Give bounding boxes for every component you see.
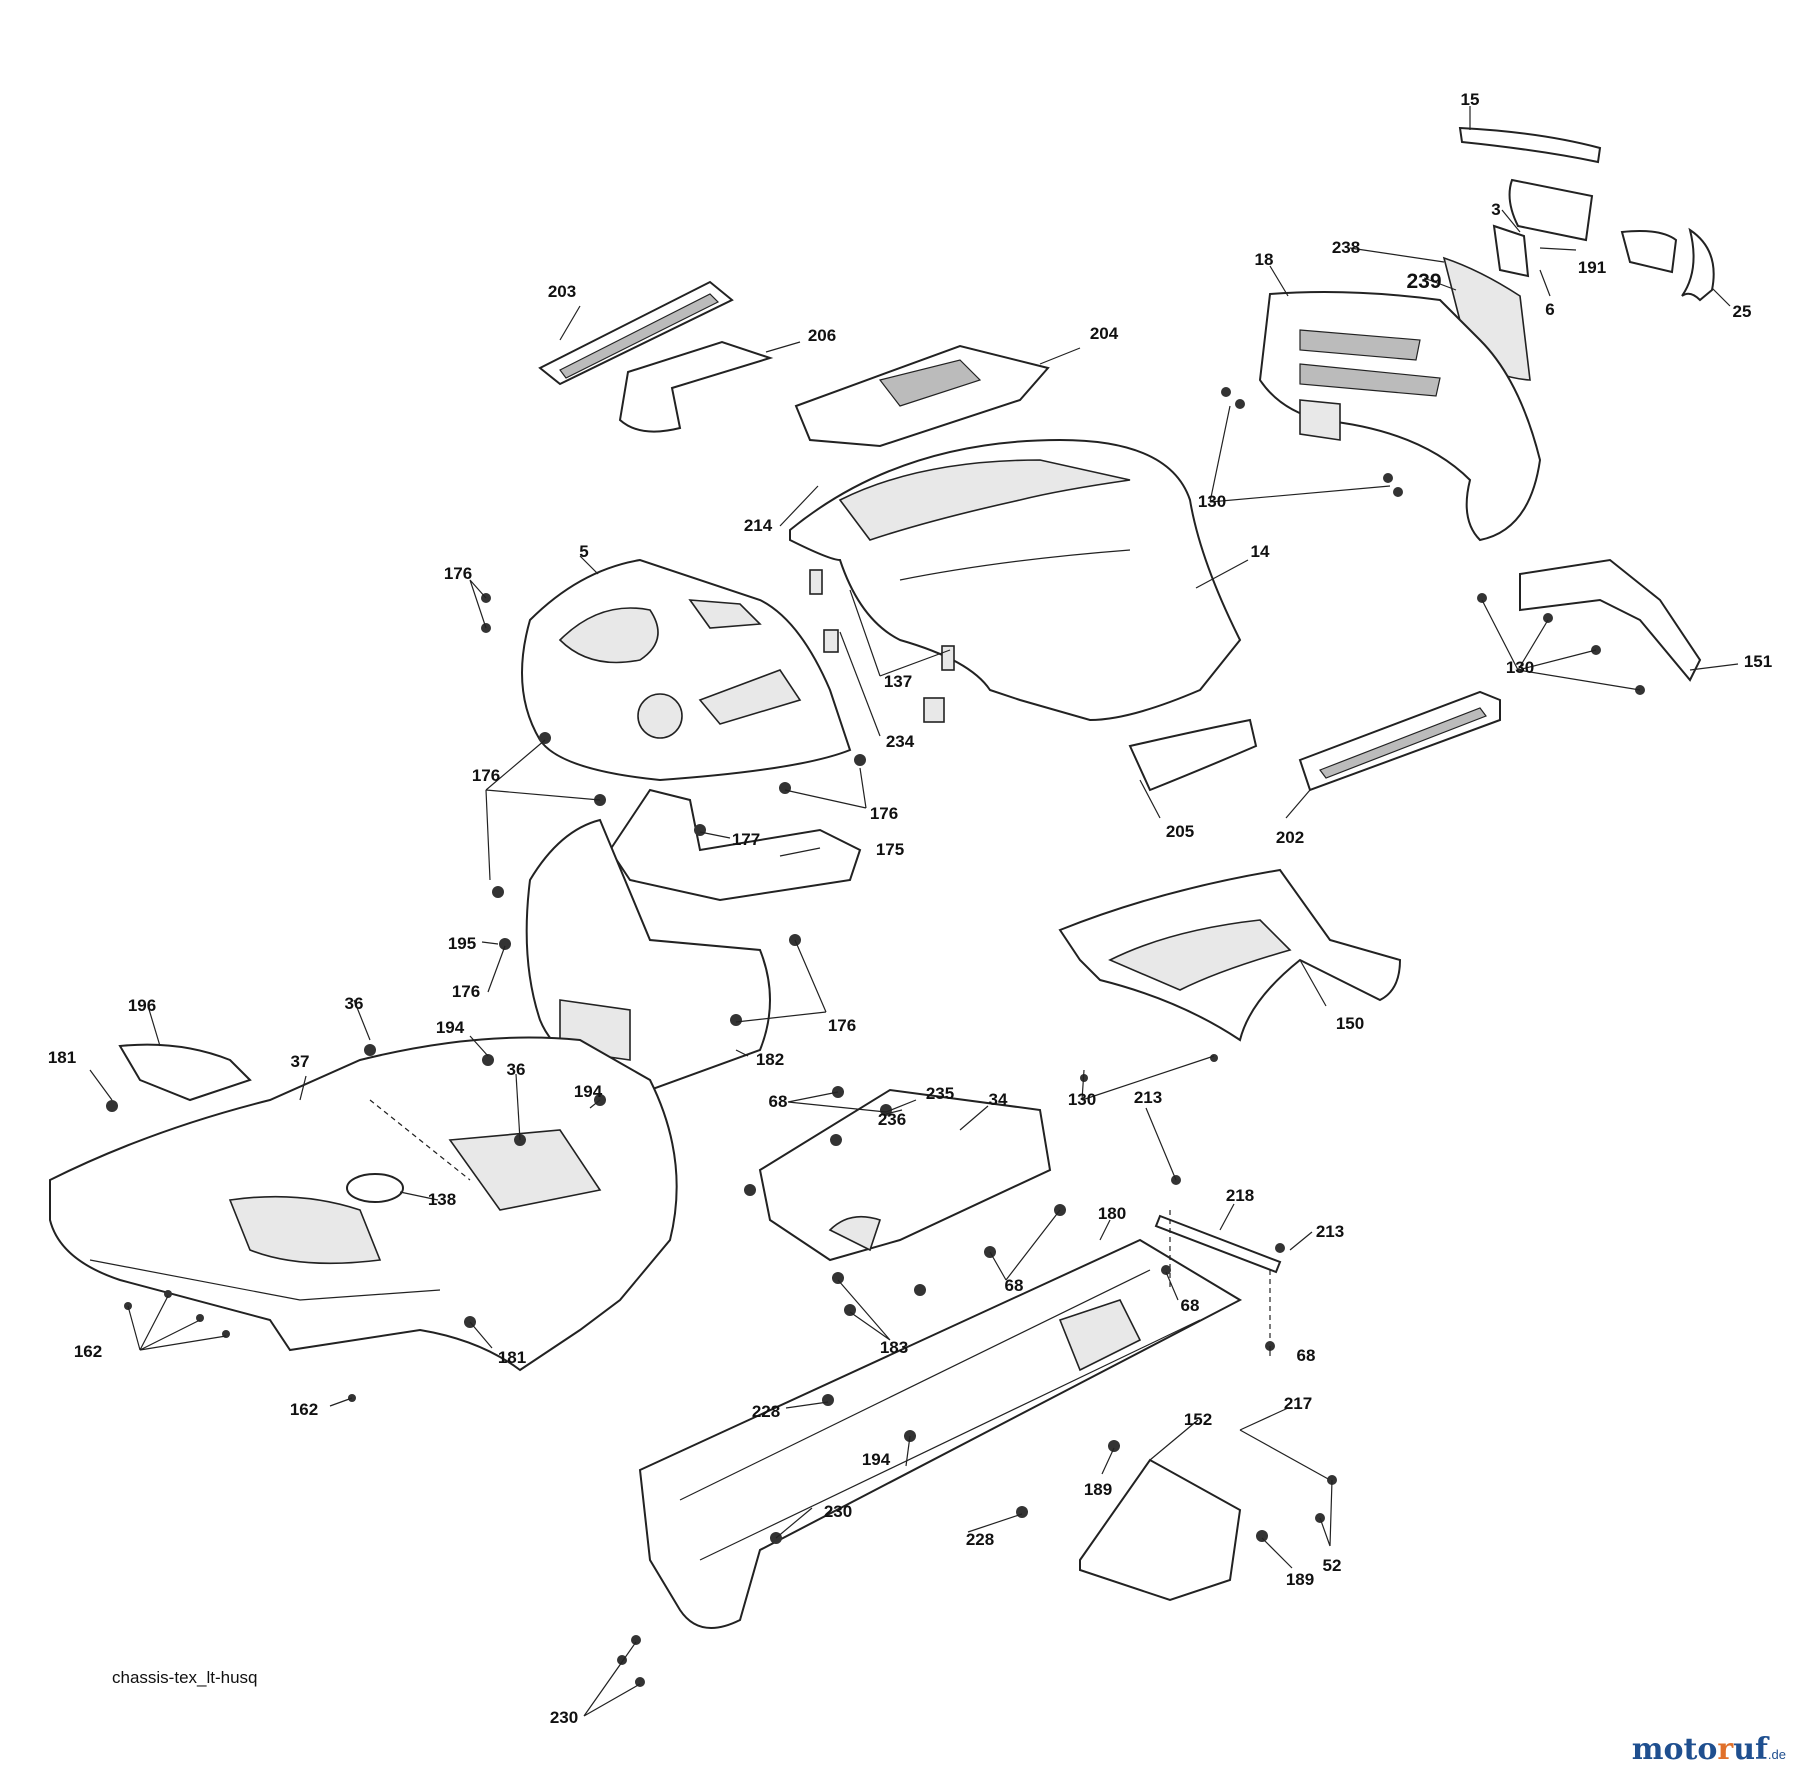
part-151-bracket [1519, 558, 1702, 682]
label-14: 14 [1250, 542, 1270, 561]
label-182: 182 [755, 1050, 785, 1069]
label-228-a: 228 [751, 1402, 781, 1421]
label-228-b: 228 [965, 1530, 995, 1549]
part-37-fender [49, 1036, 678, 1372]
label-151: 151 [1743, 652, 1773, 671]
part-34-plate [758, 1088, 1052, 1262]
label-162-b: 162 [289, 1400, 319, 1419]
part-15-trim [1458, 126, 1602, 164]
label-213-b: 213 [1315, 1222, 1345, 1241]
label-238: 238 [1331, 238, 1361, 257]
label-175: 175 [875, 840, 905, 859]
label-214: 214 [743, 516, 773, 535]
brand-part2: r [1717, 1732, 1734, 1767]
label-239: 239 [1406, 270, 1442, 293]
label-15: 15 [1460, 90, 1480, 109]
label-130-b: 130 [1505, 658, 1535, 677]
label-68-b: 68 [1180, 1296, 1200, 1315]
label-68-c: 68 [1004, 1276, 1024, 1295]
label-181-b: 181 [497, 1348, 527, 1367]
label-236: 236 [877, 1110, 907, 1129]
label-36-a: 36 [344, 994, 364, 1013]
label-68-d: 68 [1296, 1346, 1316, 1365]
label-235: 235 [925, 1084, 955, 1103]
part-138-grommet [346, 1173, 404, 1203]
label-5: 5 [579, 542, 589, 561]
brand-part3: uf [1733, 1732, 1768, 1767]
label-137: 137 [883, 672, 913, 691]
label-177: 177 [731, 830, 761, 849]
label-152: 152 [1183, 1410, 1213, 1429]
brand-part1: moto [1631, 1732, 1718, 1767]
label-194-a: 194 [435, 1018, 465, 1037]
label-206: 206 [807, 326, 837, 345]
label-176-c: 176 [869, 804, 899, 823]
diagram-caption: chassis-tex_lt-husq [112, 1668, 258, 1687]
part-217-rod [1239, 1429, 1331, 1481]
label-218: 218 [1225, 1186, 1255, 1205]
label-204: 204 [1089, 324, 1119, 343]
label-183: 183 [879, 1338, 909, 1357]
label-130-a: 130 [1197, 492, 1227, 511]
label-176-e: 176 [827, 1016, 857, 1035]
label-130-c: 130 [1067, 1090, 1097, 1109]
label-3: 3 [1491, 200, 1501, 219]
label-176-a: 176 [443, 564, 473, 583]
part-137-tab [809, 569, 823, 595]
part-5-dash-panel [521, 558, 852, 782]
part-218-bar [1154, 1214, 1282, 1274]
label-6: 6 [1545, 300, 1555, 319]
label-196: 196 [127, 996, 157, 1015]
brand-logo: motoruf.de [1632, 1732, 1786, 1767]
label-181-a: 181 [47, 1048, 77, 1067]
label-176-b: 176 [471, 766, 501, 785]
label-180: 180 [1097, 1204, 1127, 1223]
label-230-b: 230 [549, 1708, 579, 1727]
part-191-lens-lower [1620, 230, 1678, 274]
label-18: 18 [1254, 250, 1274, 269]
part-234-tab [823, 629, 839, 653]
label-230-a: 230 [823, 1502, 853, 1521]
label-68-a: 68 [768, 1092, 788, 1111]
label-25: 25 [1732, 302, 1752, 321]
brand-tld: .de [1767, 1747, 1786, 1762]
part-25-clip [1681, 227, 1715, 302]
part-206-panel [618, 340, 774, 433]
label-36-b: 36 [506, 1060, 526, 1079]
label-191: 191 [1577, 258, 1607, 277]
label-217: 217 [1283, 1394, 1313, 1413]
label-234: 234 [885, 732, 915, 751]
part-3-lamp [1492, 224, 1530, 278]
label-205: 205 [1165, 822, 1195, 841]
label-37: 37 [290, 1052, 310, 1071]
label-176-d: 176 [451, 982, 481, 1001]
part-205-panel [1128, 718, 1258, 792]
label-189-a: 189 [1083, 1480, 1113, 1499]
label-194-c: 194 [861, 1450, 891, 1469]
label-34: 34 [988, 1090, 1008, 1109]
label-202: 202 [1275, 828, 1305, 847]
label-150: 150 [1335, 1014, 1365, 1033]
part-191-lens-upper [1508, 178, 1594, 242]
label-203: 203 [547, 282, 577, 301]
label-52: 52 [1322, 1556, 1342, 1575]
part-196-cup-holder [118, 1043, 252, 1102]
label-195: 195 [447, 934, 477, 953]
label-194-b: 194 [573, 1082, 603, 1101]
label-189-b: 189 [1285, 1570, 1315, 1589]
label-213-a: 213 [1133, 1088, 1163, 1107]
label-162-a: 162 [73, 1342, 103, 1361]
label-138: 138 [427, 1190, 457, 1209]
part-175-bracket [608, 788, 862, 902]
